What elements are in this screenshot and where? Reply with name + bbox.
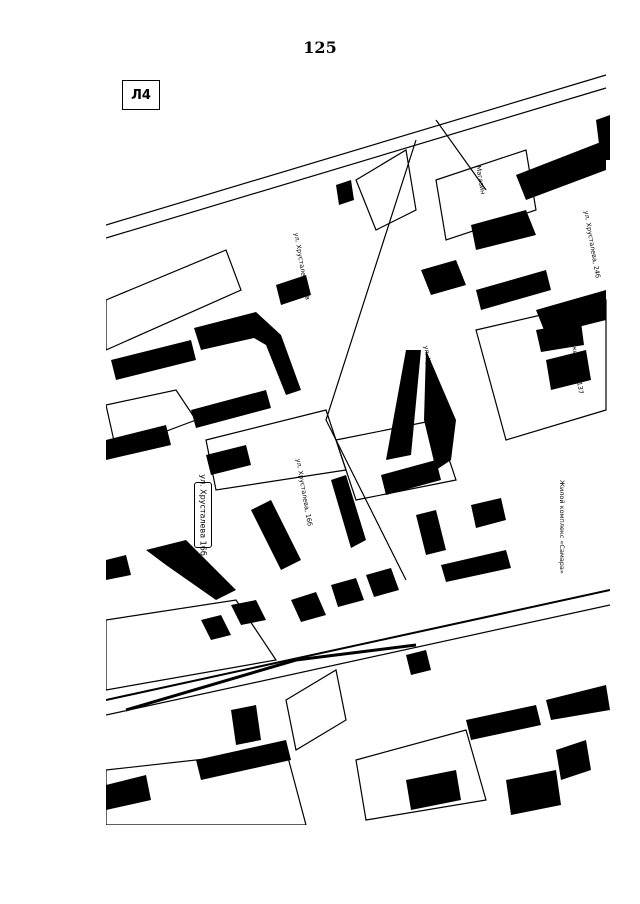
page-number: 125 <box>303 38 337 57</box>
building <box>506 770 561 815</box>
building <box>471 498 506 528</box>
building <box>424 350 456 470</box>
building <box>106 775 151 810</box>
building <box>231 705 261 745</box>
callout-label: ул. Хрусталева 16б <box>198 474 208 556</box>
road <box>106 87 607 239</box>
building <box>196 740 291 780</box>
block <box>106 249 242 351</box>
building <box>546 685 610 720</box>
building <box>366 568 399 597</box>
building <box>416 510 446 555</box>
building <box>536 290 606 335</box>
building <box>111 340 196 380</box>
building <box>406 650 431 675</box>
building <box>556 740 591 780</box>
block <box>106 599 278 691</box>
building <box>381 460 441 495</box>
railway <box>125 643 417 712</box>
road <box>106 74 607 226</box>
building <box>471 210 536 250</box>
building <box>476 270 551 310</box>
building <box>106 425 171 460</box>
building <box>191 390 271 428</box>
building <box>194 312 301 395</box>
block <box>285 669 347 751</box>
sheet-label: Л4 <box>122 80 160 110</box>
address-callout: ул. Хрусталева 16б <box>194 474 212 556</box>
building <box>106 555 131 580</box>
building <box>536 322 584 352</box>
block <box>355 729 487 821</box>
road <box>106 589 610 701</box>
road <box>325 139 417 581</box>
building <box>276 275 311 305</box>
building <box>201 615 231 640</box>
building <box>291 592 326 622</box>
building <box>466 705 541 740</box>
road <box>106 604 610 716</box>
building <box>331 578 364 607</box>
building <box>336 180 354 205</box>
building <box>251 500 301 570</box>
building <box>421 260 466 295</box>
building <box>331 475 366 548</box>
building <box>231 600 266 625</box>
building <box>406 770 461 810</box>
building <box>516 140 606 200</box>
building <box>441 550 511 582</box>
block <box>435 149 537 241</box>
street-label: Жилой комплекс «Самара» <box>558 480 566 574</box>
building <box>596 115 610 160</box>
map-area <box>106 60 610 825</box>
building <box>146 540 236 600</box>
road <box>435 119 487 191</box>
map-canvas <box>106 74 610 825</box>
building <box>386 350 421 460</box>
building <box>546 350 591 390</box>
building <box>206 445 251 475</box>
block <box>355 149 417 231</box>
